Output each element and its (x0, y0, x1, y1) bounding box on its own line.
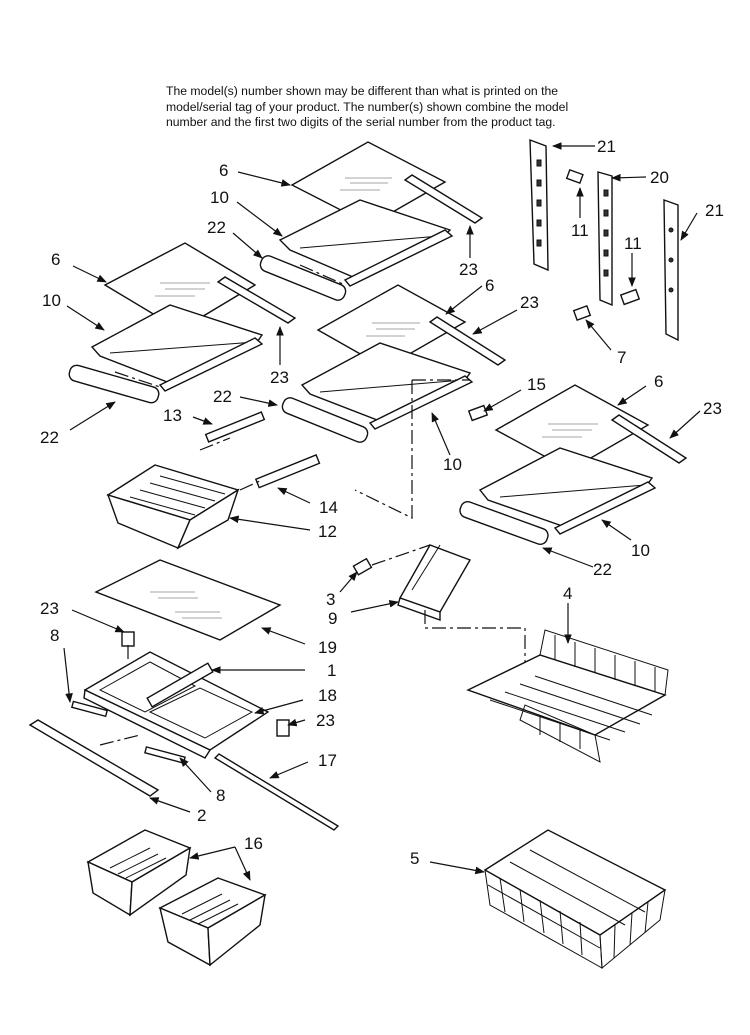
callout-9: 9 (328, 609, 337, 628)
callout-6: 6 (51, 250, 60, 269)
model-number-note: The model(s) number shown may be differe… (166, 84, 626, 131)
callout-3: 3 (326, 590, 335, 609)
callout-18: 18 (318, 686, 337, 705)
callout-15: 15 (527, 375, 546, 394)
callout-22: 22 (213, 387, 232, 406)
shelf-trim-22-left (68, 364, 160, 404)
slide-8-right (144, 746, 186, 764)
shelf-assembly-right (459, 384, 688, 545)
shelf-ladder-rail-21-right (663, 199, 679, 342)
shelf-frame-arm-right (553, 481, 657, 535)
crisper-drawer-16-upper (86, 829, 192, 917)
callout-8: 8 (216, 786, 225, 805)
callout-10: 10 (443, 455, 462, 474)
callout-7: 7 (617, 348, 626, 367)
callout-20: 20 (650, 168, 669, 187)
shelf-trim-22-center (281, 397, 369, 443)
callout-6: 6 (654, 372, 663, 391)
callout-16: 16 (244, 834, 263, 853)
slide-8-left (70, 700, 109, 718)
callout-1: 1 (327, 661, 336, 680)
screw-11-right (619, 288, 641, 306)
shelf-frame-center (300, 342, 472, 424)
callout-6: 6 (485, 276, 494, 295)
callout-17: 17 (318, 751, 337, 770)
screw-3 (352, 557, 373, 576)
shelf-frame-arm-left (158, 337, 264, 392)
callout-6: 6 (219, 161, 228, 180)
shelf-trim-23-top (403, 174, 484, 224)
callout-11: 11 (571, 221, 589, 240)
divider-1 (146, 662, 214, 708)
callout-23: 23 (703, 399, 722, 418)
callout-2: 2 (197, 806, 206, 825)
callout-22: 22 (207, 218, 226, 237)
shelf-assembly-top (259, 141, 484, 301)
door-bin-9 (397, 544, 472, 621)
callout-19: 19 (318, 638, 337, 657)
pan-slide-14 (254, 454, 321, 489)
callout-11: 11 (624, 234, 642, 253)
callout-23: 23 (270, 368, 289, 387)
shelf-trim-23-right (610, 414, 688, 464)
callout-21: 21 (597, 137, 616, 156)
callout-10: 10 (42, 291, 61, 310)
leader-lines (63, 142, 701, 881)
callout-4: 4 (563, 584, 572, 603)
shelf-frame-arm-top (343, 229, 454, 287)
wire-basket-5 (483, 829, 667, 970)
callout-12: 12 (318, 522, 337, 541)
crisper-frame-18 (83, 651, 270, 759)
rod-17 (213, 753, 340, 831)
shelf-trim-22-right (459, 501, 549, 545)
callout-22: 22 (593, 560, 612, 579)
callout-21: 21 (705, 201, 724, 220)
shelf-trim-23-center (428, 316, 507, 366)
callout-23: 23 (459, 260, 478, 279)
deli-pan-12 (106, 464, 240, 550)
callout-labels: 6 10 22 23 6 10 23 22 6 23 10 13 22 14 1… (40, 137, 724, 868)
bracket-23-left (121, 631, 135, 647)
pan-slide-13 (204, 411, 266, 443)
callout-23: 23 (520, 293, 539, 312)
callout-10: 10 (210, 188, 229, 207)
shelf-frame-arm-center (368, 375, 474, 430)
callout-5: 5 (410, 849, 419, 868)
crisper-trim-2 (28, 719, 160, 797)
shelf-assembly-left (68, 242, 297, 404)
callout-10: 10 (631, 541, 650, 560)
shelf-ladder-rail-20 (597, 171, 613, 307)
crisper-drawer-16-lower (158, 877, 267, 967)
note-line-1: The model(s) number shown may be differe… (166, 84, 559, 98)
shelf-ladder-rail-21-left (529, 138, 549, 272)
callout-14: 14 (319, 498, 338, 517)
callout-23: 23 (40, 599, 59, 618)
note-line-2: model/serial tag of your product. The nu… (166, 99, 569, 114)
shelf-trim-22-top (259, 255, 347, 301)
screw-7 (572, 305, 592, 321)
shelf-assembly-center (281, 284, 507, 443)
callout-23: 23 (316, 711, 335, 730)
crisper-cover-glass-19 (94, 559, 282, 641)
screw-15 (467, 404, 489, 422)
screw-11-left (565, 168, 584, 184)
shelf-trim-23-left (216, 276, 297, 324)
note-line-3: number and the first two digits of the s… (166, 115, 556, 129)
wire-shelf-basket-4 (466, 629, 669, 763)
callout-8: 8 (50, 626, 59, 645)
callout-22: 22 (40, 428, 59, 447)
bracket-23-right (276, 719, 290, 737)
callout-13: 13 (163, 406, 182, 425)
